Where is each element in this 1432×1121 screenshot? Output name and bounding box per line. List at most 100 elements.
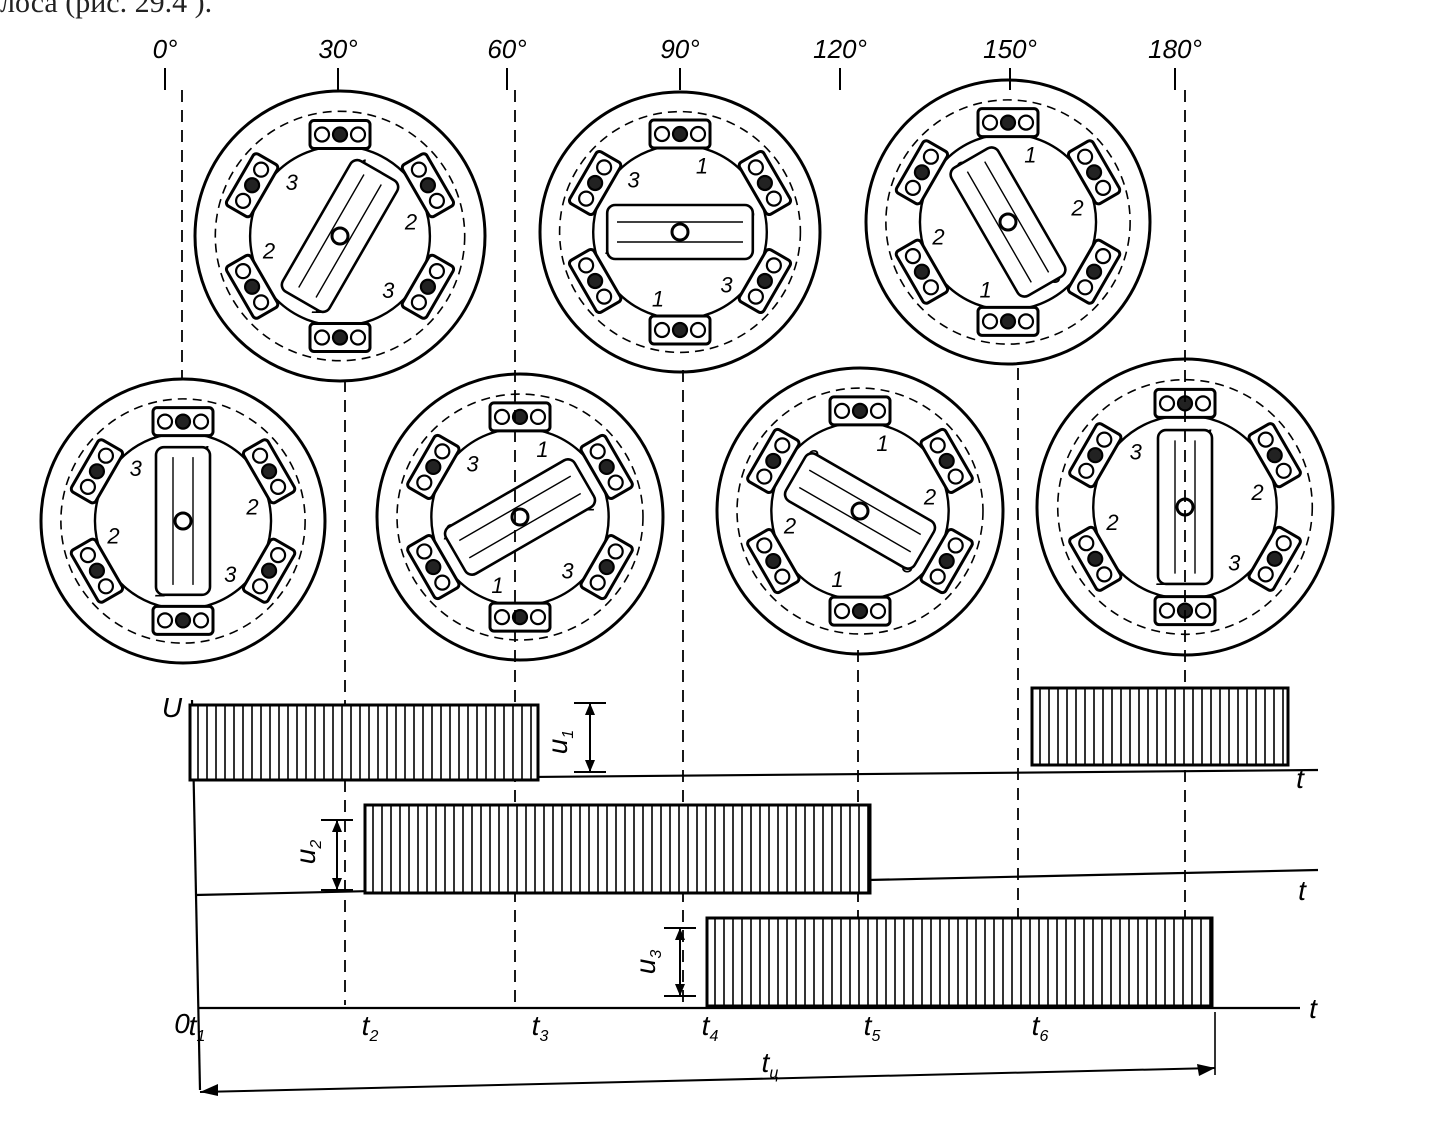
coil-label: 3 <box>1228 550 1241 575</box>
winding-conductor <box>331 126 349 143</box>
coil-label: 3 <box>466 452 479 477</box>
stator-pole: 2 <box>69 523 125 604</box>
coil-label: 3 <box>1130 440 1143 465</box>
winding-conductor <box>1087 447 1104 464</box>
winding-conductor <box>765 257 782 274</box>
stator-pole: 3 <box>561 534 634 601</box>
winding-conductor <box>981 114 999 131</box>
coil-label: 3 <box>286 170 299 195</box>
winding-conductor <box>349 329 367 346</box>
coil-label: 2 <box>783 513 796 538</box>
winding-conductor <box>419 278 437 295</box>
stator-outer-ring <box>193 89 487 383</box>
period-arrow-left <box>200 1084 218 1096</box>
winding-conductor <box>234 192 252 209</box>
coil-label: 1 <box>536 437 548 462</box>
stator-pole: 3 <box>720 247 793 315</box>
winding-conductor <box>260 463 278 480</box>
winding-conductor <box>192 612 210 629</box>
winding-conductor <box>313 126 331 143</box>
u1-label: u1 <box>542 730 577 754</box>
winding-conductor <box>947 468 964 485</box>
winding-conductor <box>243 278 261 295</box>
arrow-down <box>585 760 595 772</box>
winding-conductor <box>747 288 764 305</box>
motor-section-3: 123123 <box>538 90 822 374</box>
pulse-outline <box>1030 686 1290 767</box>
winding-conductor <box>578 190 595 207</box>
winding-conductor <box>313 329 331 346</box>
winding-conductor <box>1158 395 1176 412</box>
stator-pole: 2 <box>400 152 456 234</box>
pulse-outline <box>188 703 540 782</box>
stator-pole: 2 <box>737 149 793 231</box>
winding-conductor <box>1017 313 1035 330</box>
coil-label: 2 <box>1105 510 1118 535</box>
winding-conductor <box>1017 114 1035 131</box>
winding-conductor <box>607 543 624 560</box>
winding-conductor <box>851 602 869 620</box>
winding-conductor <box>765 552 782 570</box>
coil-label: 2 <box>245 495 258 520</box>
winding-conductor <box>756 174 773 192</box>
coil-label: 3 <box>130 456 143 481</box>
winding-conductor <box>833 602 851 620</box>
u3-amplitude <box>664 927 696 997</box>
winding-conductor <box>511 608 529 626</box>
stator-pole: 1 <box>976 277 1040 337</box>
winding-conductor <box>578 257 595 274</box>
flux-path <box>60 398 306 644</box>
angle-label-6: 180° <box>1148 34 1202 64</box>
t-label-u1: t <box>1296 763 1305 794</box>
motor-section-6: 123123 <box>1035 357 1335 657</box>
winding-conductor <box>913 164 931 181</box>
time-label-3: t3 <box>532 1010 549 1045</box>
arrow-up <box>332 820 342 832</box>
winding-conductor <box>97 578 115 595</box>
stator-pole: 1 <box>308 293 372 353</box>
angle-label-1: 30° <box>318 34 357 64</box>
stator-outer-ring <box>375 372 665 662</box>
stator-outer-ring <box>715 366 1005 656</box>
stator-outer-ring <box>538 90 822 374</box>
winding-conductor <box>1275 535 1292 552</box>
winding-conductor <box>88 562 106 579</box>
u3-label: u3 <box>630 950 665 975</box>
coil-label: 1 <box>876 431 888 456</box>
winding-conductor <box>904 248 922 265</box>
winding-conductor <box>234 263 252 280</box>
winding-conductor <box>410 294 428 311</box>
winding-conductor <box>1085 164 1103 181</box>
winding-conductor <box>243 177 261 194</box>
winding-conductor <box>251 578 269 595</box>
stator-outer-ring <box>39 377 327 665</box>
arrow-down <box>332 878 342 890</box>
time-label-5: t5 <box>864 1010 881 1045</box>
rotor-flux-line <box>984 161 1050 273</box>
pulse-outline <box>705 916 1214 1008</box>
coil-label: 2 <box>404 209 417 234</box>
winding-conductor <box>589 574 606 591</box>
winding-conductor <box>1266 447 1283 464</box>
winding-conductor <box>598 558 615 576</box>
winding-conductor <box>1094 179 1112 196</box>
winding-conductor <box>607 474 624 491</box>
t-label-u2: t <box>1298 875 1307 906</box>
winding-conductor <box>999 114 1017 131</box>
rotor-shaft <box>670 222 690 242</box>
stator-pole: 2 <box>746 513 801 595</box>
stator-pole: 3 <box>69 438 143 505</box>
coil-label: 3 <box>627 168 640 193</box>
motor-section-2: 123123 <box>375 372 665 662</box>
stator-pole: 3 <box>1068 422 1143 489</box>
winding-conductor <box>689 321 707 339</box>
stator-pole: 3 <box>1228 525 1302 592</box>
coil-label: 3 <box>382 278 395 303</box>
winding-conductor <box>349 126 367 143</box>
coil-label: 2 <box>262 239 275 264</box>
stator-pole: 1 <box>488 401 552 462</box>
rotor-flux-line <box>808 469 922 536</box>
flux-path <box>214 110 466 362</box>
winding-conductor <box>416 474 433 491</box>
